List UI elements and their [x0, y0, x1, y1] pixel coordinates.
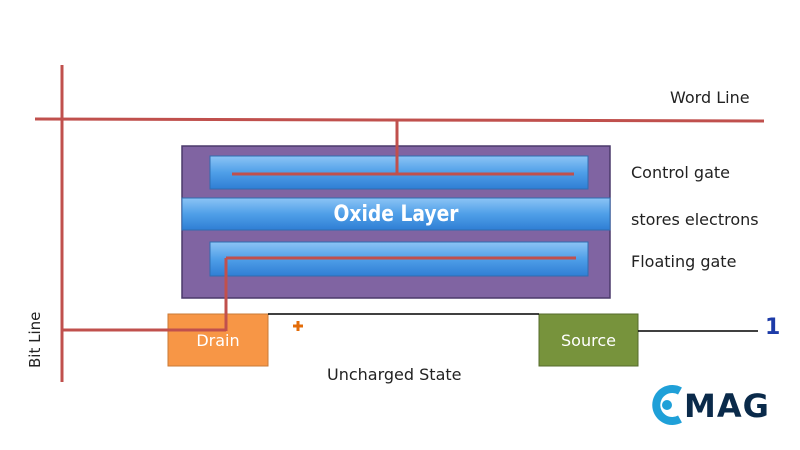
bit-line-label: Bit Line: [26, 311, 44, 368]
logo-symbol: [652, 385, 682, 425]
stores-electrons-label: stores electrons: [631, 210, 759, 229]
control-gate-label: Control gate: [631, 163, 730, 182]
word-line: [34, 117, 765, 123]
logo: MAG: [644, 386, 770, 426]
word-line-label: Word Line: [670, 88, 750, 107]
drain-box: [167, 313, 269, 367]
logo-text: MAG: [684, 387, 770, 425]
source-label: Source: [561, 330, 616, 350]
oxide-layer-label: Oxide Layer: [333, 201, 459, 227]
charge-marker: [293, 321, 303, 331]
bit-value-label: 1: [765, 315, 781, 340]
floating-gate-label: Floating gate: [631, 252, 737, 271]
drain-label: Drain: [196, 330, 240, 350]
oxide-layer: [181, 197, 611, 231]
state-label: Uncharged State: [327, 365, 462, 384]
source-box: [538, 313, 639, 367]
